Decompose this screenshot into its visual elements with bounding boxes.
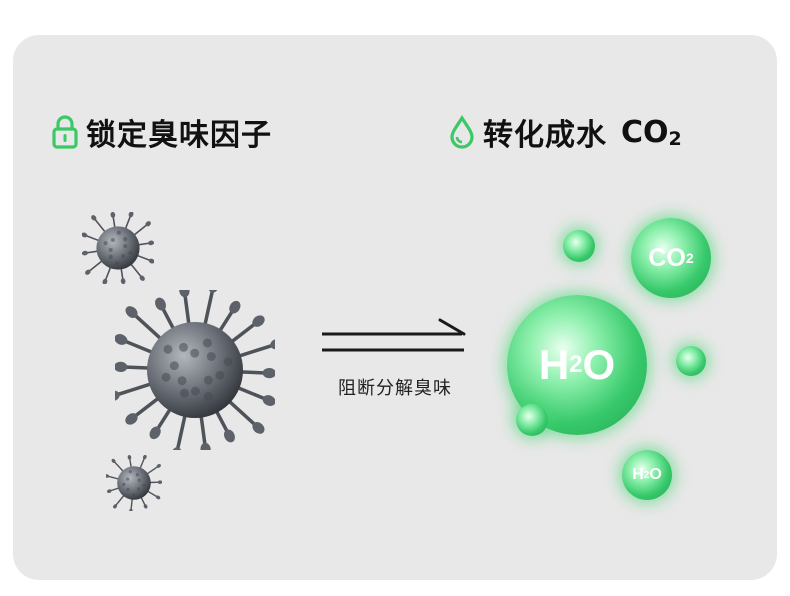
conversion-arrow — [318, 316, 470, 360]
h2o-small-main: H — [632, 466, 644, 484]
co2-formula: CO2 — [621, 115, 682, 150]
lock-odor-heading-text: 锁定臭味因子 — [86, 110, 272, 154]
green-bubble-dot — [676, 346, 706, 376]
virus-small-top — [82, 212, 154, 284]
co2-bubble-sub: 2 — [686, 250, 694, 266]
h2o-large-tail: O — [583, 341, 616, 389]
water-drop-icon — [449, 115, 475, 149]
virus-small-bottom — [106, 455, 162, 511]
green-bubble-dot — [563, 230, 595, 262]
h2o-small-tail: O — [649, 466, 661, 484]
co2-formula-sub: 2 — [669, 128, 682, 150]
co2-bubble-main: CO — [648, 244, 686, 273]
arrow-caption: 阻断分解臭味 — [320, 374, 470, 400]
co2-formula-main: CO — [621, 115, 669, 150]
convert-heading-text: 转化成水 — [483, 110, 607, 154]
lock-icon — [52, 115, 78, 149]
h2o-large-main: H — [539, 341, 569, 389]
convert-heading: 转化成水 CO2 — [449, 112, 682, 152]
lock-odor-heading: 锁定臭味因子 — [52, 112, 272, 152]
green-bubble-dot — [516, 404, 548, 436]
virus-large — [115, 290, 275, 450]
h2o-large-sub: 2 — [569, 351, 582, 379]
